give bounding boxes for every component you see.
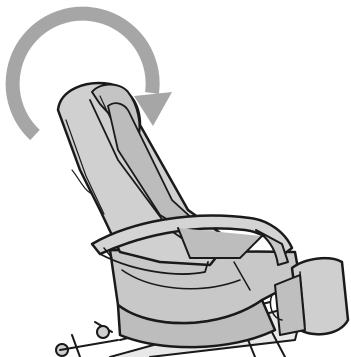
- front-frame: [56, 322, 118, 357]
- caster-wheel-icon: [97, 326, 109, 338]
